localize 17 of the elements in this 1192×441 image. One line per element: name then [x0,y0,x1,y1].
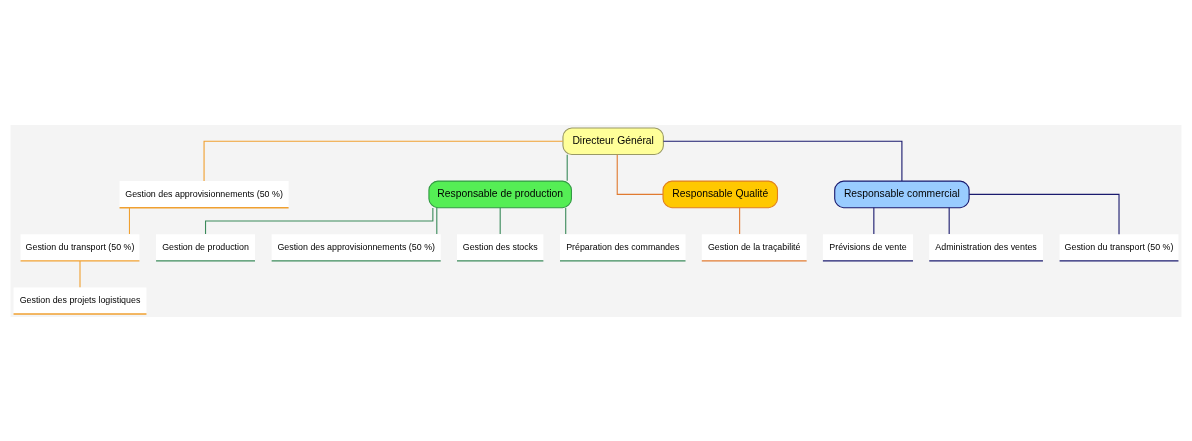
connector [499,206,501,235]
connector [565,206,567,235]
connector [968,193,1120,235]
node-box: Responsable commercial [834,180,970,208]
connector [739,206,741,235]
node-box: Responsable de production [428,180,572,208]
connector [873,206,875,235]
connector [566,153,568,181]
connector [662,140,903,182]
connector [203,140,564,182]
connector [436,206,438,235]
node-box: Responsable Qualité [662,180,779,208]
connector [79,259,81,288]
connector [616,153,664,195]
node-box: Directeur Général [562,126,664,155]
connector [128,206,131,235]
connector [948,206,950,235]
